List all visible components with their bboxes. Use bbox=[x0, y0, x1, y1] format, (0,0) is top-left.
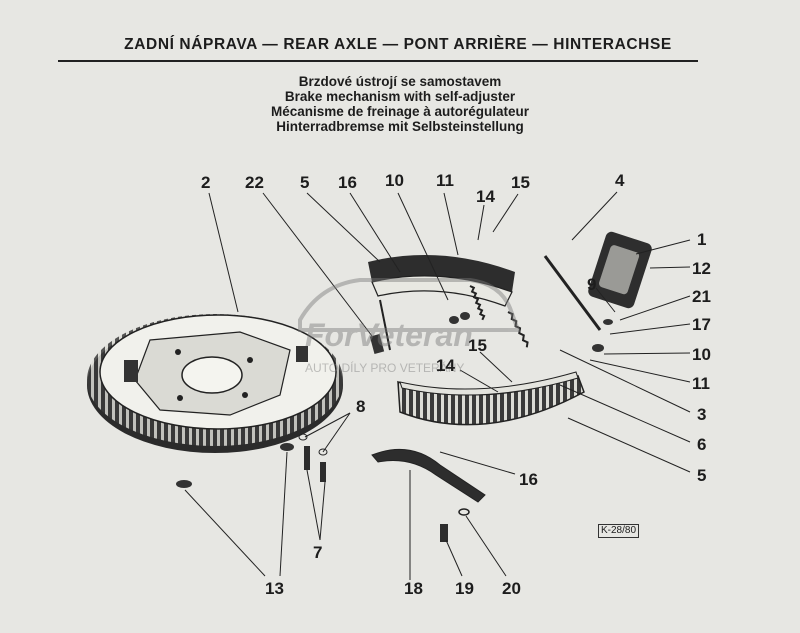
brake-shoe-lower bbox=[397, 371, 585, 426]
part-label-12: 12 bbox=[692, 259, 711, 278]
part-label-17: 17 bbox=[692, 315, 711, 334]
part-label-22: 22 bbox=[245, 173, 264, 192]
leader-lines bbox=[184, 191, 691, 577]
section-header: ZADNÍ NÁPRAVA — REAR AXLE — PONT ARRIÈRE… bbox=[124, 36, 672, 53]
part-label-8: 8 bbox=[356, 397, 365, 416]
part-label-5-right: 5 bbox=[697, 466, 706, 485]
watermark-brand: ForVeteran bbox=[305, 317, 473, 353]
part-label-5-top: 5 bbox=[300, 173, 309, 192]
part-label-3: 3 bbox=[697, 405, 706, 424]
part-label-18: 18 bbox=[404, 579, 423, 598]
part-label-14-top: 14 bbox=[476, 187, 495, 206]
part-label-19: 19 bbox=[455, 579, 474, 598]
part-label-16-top: 16 bbox=[338, 173, 357, 192]
figure-code: K-28/80 bbox=[598, 524, 640, 538]
part-label-21: 21 bbox=[692, 287, 711, 306]
part-label-4: 4 bbox=[615, 171, 625, 190]
part-label-16-bottom: 16 bbox=[519, 470, 538, 489]
part-label-6: 6 bbox=[697, 435, 706, 454]
part-label-13: 13 bbox=[265, 579, 284, 598]
part-label-20: 20 bbox=[502, 579, 521, 598]
part-label-7: 7 bbox=[313, 543, 322, 562]
part-label-1: 1 bbox=[697, 230, 706, 249]
watermark-tagline: AUTO DÍLY PRO VETERÁNY bbox=[305, 360, 464, 375]
adjuster-pin bbox=[379, 299, 391, 351]
backing-plate bbox=[87, 314, 343, 453]
part-label-15-mid: 15 bbox=[468, 336, 487, 355]
return-spring bbox=[469, 285, 529, 348]
forveteran-watermark: ForVeteran AUTO DÍLY PRO VETERÁNY bbox=[298, 278, 521, 375]
header-rule bbox=[58, 60, 698, 62]
part-label-2: 2 bbox=[201, 173, 210, 192]
part-label-10-top: 10 bbox=[385, 171, 404, 190]
part-label-9: 9 bbox=[587, 275, 596, 294]
adjuster-strut bbox=[543, 255, 602, 331]
subtitle-en: Brake mechanism with self-adjuster bbox=[284, 89, 516, 104]
adjuster-sleeve bbox=[369, 334, 385, 354]
subtitle-de: Hinterradbremse mit Selbsteinstellung bbox=[276, 119, 524, 134]
subtitle-fr: Mécanisme de freinage à autorégulateur bbox=[270, 104, 530, 119]
wheel-cylinder bbox=[588, 231, 652, 309]
handbrake-lever bbox=[371, 448, 486, 503]
part-label-10-right: 10 bbox=[692, 345, 711, 364]
small-hardware bbox=[176, 312, 613, 542]
part-label-11-right: 11 bbox=[692, 374, 710, 393]
brake-shoe-upper bbox=[368, 254, 515, 307]
part-labels: 2 22 5 16 10 11 14 15 4 1 12 9 21 17 10 … bbox=[201, 171, 711, 598]
subtitle-cs: Brzdové ústrojí se samostavem bbox=[298, 74, 502, 89]
part-label-11-top: 11 bbox=[436, 171, 454, 190]
part-label-14-mid: 14 bbox=[436, 356, 455, 375]
part-label-15-top: 15 bbox=[511, 173, 530, 192]
